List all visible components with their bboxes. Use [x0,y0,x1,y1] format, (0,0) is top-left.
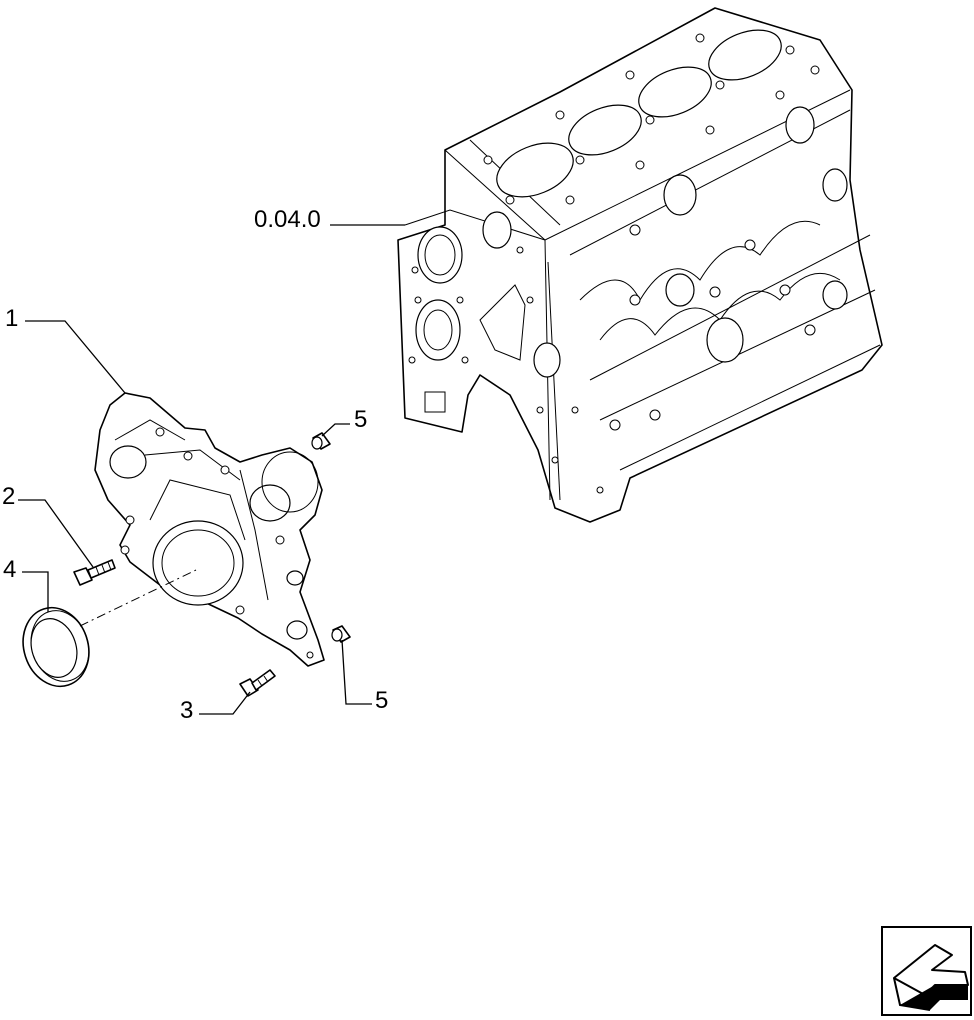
callout-part-2: 2 [2,483,15,510]
callout-assembly-ref: 0.04.0 [254,206,321,233]
callout-part-3: 3 [180,697,193,724]
assembly-axis [79,569,197,627]
callout-part-4: 4 [3,556,16,583]
callout-part-1: 1 [5,305,18,332]
bolt-icon [239,669,276,697]
leader-lines [18,224,405,715]
callout-part-5-top: 5 [354,406,367,433]
seal-ring-icon [22,606,90,688]
back-arrow-button[interactable] [881,926,972,1016]
back-arrow-icon [893,944,969,1011]
plug-icon [331,625,351,643]
bolt-icon [73,559,116,586]
plug-icon [311,432,331,450]
callout-part-5-bottom: 5 [375,687,388,714]
timing-cover-icon [94,392,325,667]
engine-block-icon [397,7,883,523]
